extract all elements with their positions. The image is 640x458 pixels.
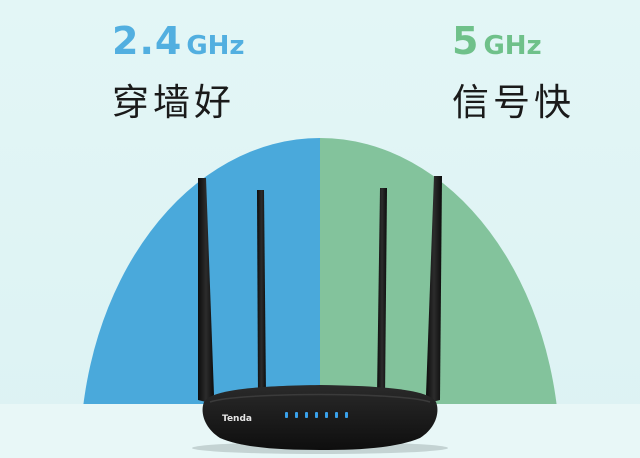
led-power <box>285 412 288 418</box>
antenna-right-outer <box>426 176 442 402</box>
antenna-right-inner <box>377 188 387 398</box>
status-leds <box>285 412 348 418</box>
led-wps <box>345 412 348 418</box>
frequency-unit: GHz <box>483 31 542 61</box>
router-body <box>202 385 438 450</box>
band-2-4ghz-tagline: 穿墙好 <box>112 81 235 124</box>
antenna-left-inner <box>257 190 266 398</box>
band-5ghz-tagline: 信号快 <box>452 81 575 124</box>
led-lan <box>335 412 338 418</box>
antenna-left-outer <box>198 178 214 402</box>
router-brand-logo: Tenda <box>222 414 252 424</box>
led-sys <box>295 412 298 418</box>
frequency-value: 5 <box>452 19 480 63</box>
led-wifi-5 <box>315 412 318 418</box>
led-wifi-2-4 <box>305 412 308 418</box>
frequency-unit: GHz <box>186 31 245 61</box>
router-top-edge <box>209 393 431 403</box>
led-wan <box>325 412 328 418</box>
frequency-value: 2.4 <box>112 19 183 63</box>
